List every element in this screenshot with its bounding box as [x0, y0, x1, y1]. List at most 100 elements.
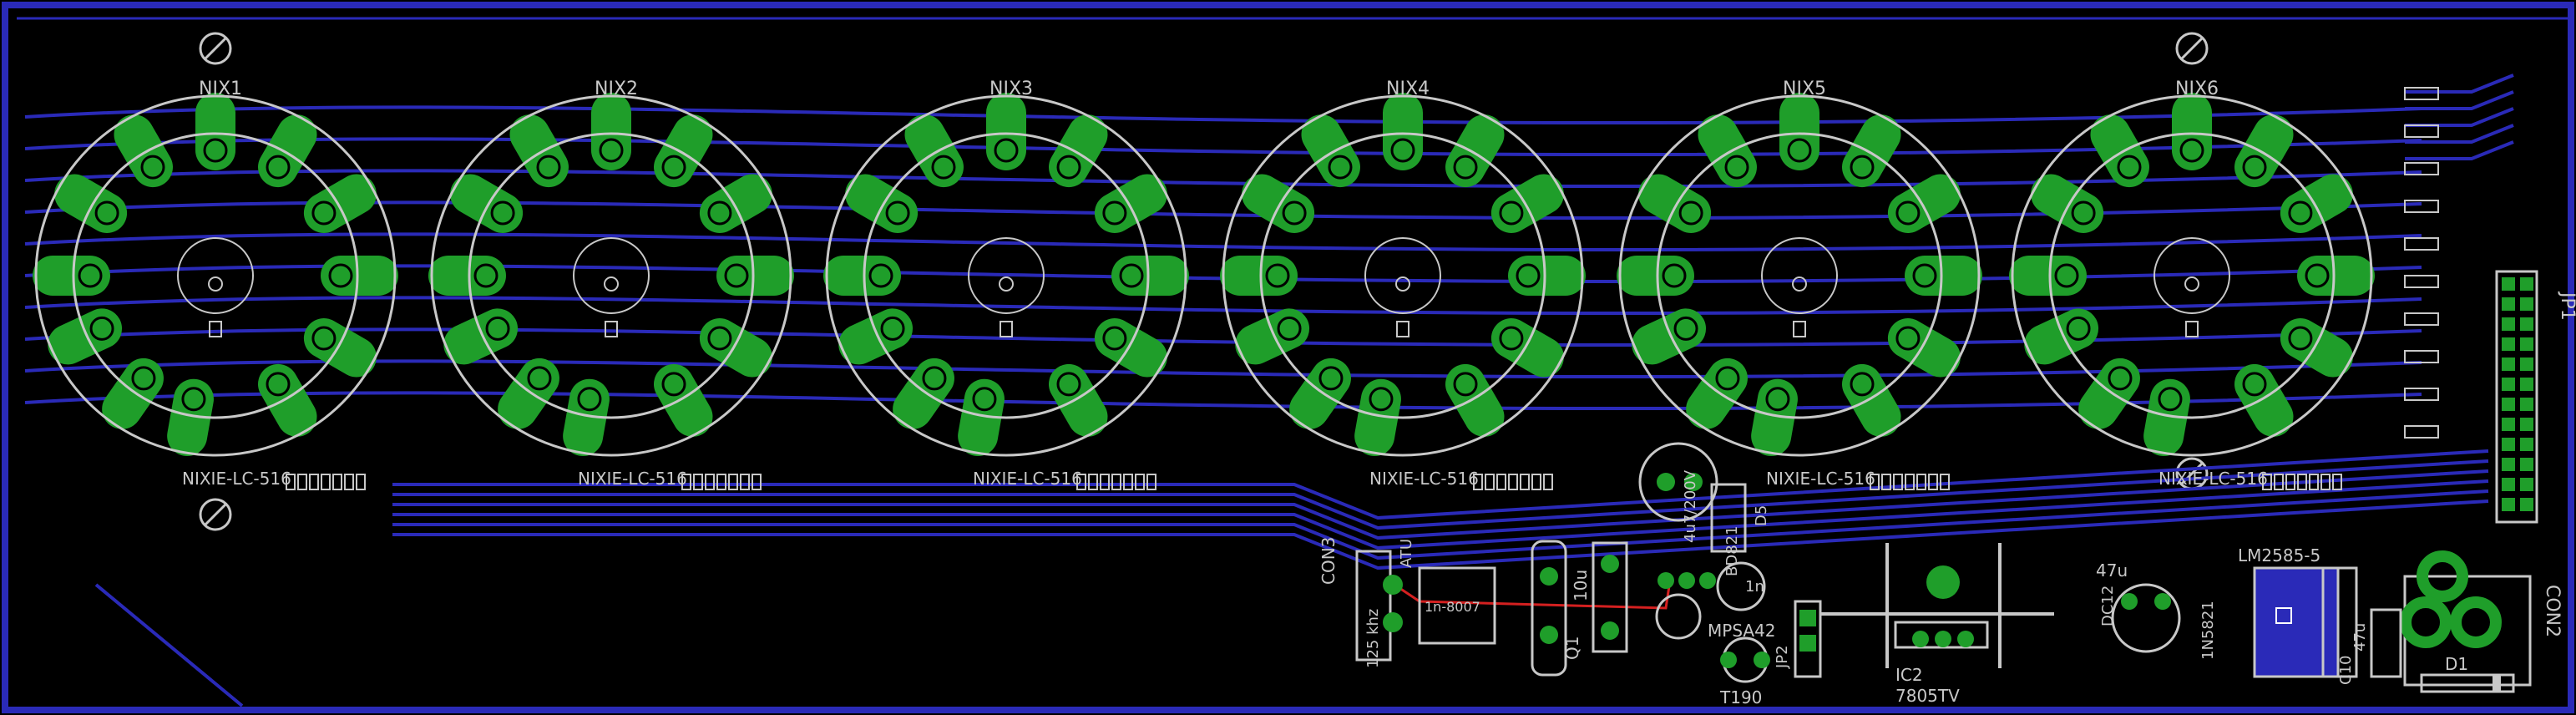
nixie-outline-outer — [34, 94, 397, 457]
trace — [24, 296, 2422, 316]
header-pin — [2502, 378, 2515, 391]
nixie-pad — [1842, 114, 1901, 188]
nixie-pad-hole — [994, 138, 1019, 163]
nixie-outline-outer — [1618, 94, 1981, 457]
nixie-pad-hole — [203, 138, 228, 163]
smd-resistor — [2262, 474, 2272, 490]
smd-resistor — [2404, 275, 2439, 288]
ic-main-label: 1n-8007 — [1425, 599, 1480, 615]
smd-resistor — [297, 474, 307, 490]
nixie-pad-hole — [1119, 263, 1144, 288]
nixie-pad — [1490, 174, 1564, 233]
connector-con3[interactable]: CON3 125 khz ATU — [1318, 537, 1415, 668]
cap-1n[interactable]: 1n — [1716, 561, 1766, 611]
nixie-center — [573, 237, 650, 314]
cap-hv[interactable]: 4u7/200V — [1638, 442, 1718, 543]
nixie-pad — [2078, 358, 2140, 429]
nixie-pad — [303, 174, 377, 233]
nixie-center-mark — [999, 276, 1014, 292]
nixie-pad-hole — [1265, 263, 1290, 288]
nixie-center-mark — [604, 276, 619, 292]
header-pin — [2502, 418, 2515, 431]
header-pin — [2502, 337, 2515, 351]
reg-label: 7805TV — [1895, 686, 1960, 706]
nixie-pad — [1751, 378, 1798, 457]
connector-con2[interactable]: CON2 — [2400, 550, 2563, 687]
cap-47u-left[interactable]: 47u DC12 1N5821 — [2096, 560, 2217, 660]
nixie-pad — [893, 358, 954, 429]
nixie-pad-hole — [885, 200, 910, 226]
cap-10u-label: 10u — [1571, 570, 1591, 601]
nixie-pad — [1842, 363, 1901, 437]
nixie-pad — [102, 358, 164, 429]
cap-10u[interactable]: 10u — [1571, 541, 1628, 653]
nixie-pad — [1301, 114, 1360, 188]
header-jp1[interactable]: JP1 — [2495, 270, 2576, 524]
diode-d1[interactable]: D1 — [2420, 654, 2515, 693]
smd-resistor — [286, 474, 296, 490]
nixie-center-mark — [1792, 276, 1807, 292]
component-q1[interactable]: Q1 — [1531, 540, 1582, 677]
regulator-ic2[interactable]: IC2 7805TV — [1820, 543, 2054, 706]
trace — [2405, 140, 2514, 160]
smd-resistor — [2404, 162, 2439, 175]
jumper-jp2[interactable]: JP2 — [1774, 600, 1822, 678]
nixie-pad — [1698, 114, 1757, 188]
smd-resistor — [1485, 474, 1495, 490]
inductor-t190[interactable]: T190 — [1719, 636, 1770, 707]
nixie-pad — [2143, 378, 2190, 457]
trace — [392, 469, 2489, 540]
smd-resistor — [1881, 474, 1891, 490]
nixie-pad — [958, 378, 1005, 457]
header-pin — [2502, 277, 2515, 291]
header-pin — [2520, 398, 2533, 411]
nixie-pad-hole — [1282, 200, 1307, 226]
nixie-pad — [2031, 174, 2104, 233]
in5821-label: 1N5821 — [2199, 601, 2217, 660]
cap-47u-right[interactable]: 47u C10 — [2337, 608, 2402, 685]
ic2-label: IC2 — [1895, 665, 1923, 685]
smd-resistor — [2404, 312, 2439, 326]
nixie-pad — [509, 114, 569, 188]
nixie-pad — [699, 318, 772, 378]
c10-label: C10 — [2337, 656, 2355, 685]
nixie-pad-hole — [1678, 200, 1703, 226]
smd-resistor — [2332, 474, 2342, 490]
cap-hv-label: 4u7/200V — [1682, 469, 1699, 543]
nixie-pad-hole — [1516, 263, 1541, 288]
nixie-pad-hole — [2117, 155, 2142, 180]
power-supply-section: 1n-8007 CON3 125 khz ATU Q1 10u 4u7/200V — [1318, 442, 2563, 707]
nixie-pad-hole — [868, 263, 893, 288]
nixie-pad-hole — [266, 155, 291, 180]
mounting-hole-top-right — [2175, 32, 2209, 65]
header-pin — [2502, 297, 2515, 311]
trace — [392, 499, 2489, 570]
nixie-pad-hole — [1715, 366, 1740, 391]
nixie-pad — [2234, 363, 2294, 437]
nixie-center-mark — [2184, 276, 2199, 292]
nixie-value-label: NIXIE-LC-516 — [1369, 469, 1479, 489]
nixie-pad — [258, 114, 317, 188]
mounting-hole-bottom-left — [199, 498, 232, 531]
header-pin — [2520, 337, 2533, 351]
nixie-pad-hole — [1850, 155, 1875, 180]
nixie-pad-hole — [1850, 372, 1875, 397]
smd-resistor — [1531, 474, 1541, 490]
nixie-pad-hole — [473, 263, 498, 288]
header-pin — [2520, 458, 2533, 471]
nixie-ref-label: NIX3 — [989, 79, 1033, 99]
nixie-pad-hole — [1369, 387, 1394, 412]
crystal-label: 125 khz — [1364, 609, 1382, 668]
regulator-lm2585[interactable]: LM2585-5 — [2238, 545, 2358, 678]
header-pin — [2520, 478, 2533, 491]
ic-main[interactable]: 1n-8007 — [1418, 566, 1496, 645]
nixie-value-label: NIXIE-LC-516 — [578, 469, 687, 489]
smd-resistor — [705, 474, 715, 490]
